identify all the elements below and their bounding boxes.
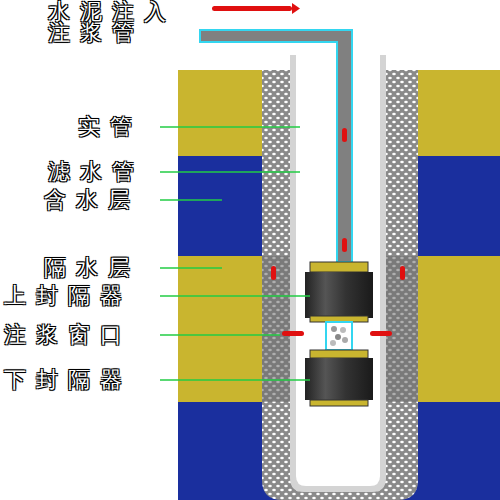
flow-arrow xyxy=(212,6,292,11)
layer-label: 含水层 xyxy=(44,188,140,212)
flow-arrow xyxy=(342,238,347,252)
part-label: 注浆管 xyxy=(48,21,144,45)
upper-packer xyxy=(305,272,373,318)
layer-label: 隔水层 xyxy=(44,256,140,280)
grout-arrow xyxy=(370,331,392,336)
grout-mark xyxy=(271,266,276,280)
flow-arrow xyxy=(292,3,300,14)
lower-packer xyxy=(305,358,373,400)
leader-lines xyxy=(160,127,310,380)
packer-cap xyxy=(310,262,368,272)
cement-zone xyxy=(386,256,418,402)
flow-arrow xyxy=(342,128,347,142)
grout-pipe xyxy=(200,30,352,262)
part-label: 滤水管 xyxy=(48,160,144,184)
part-label: 注浆窗口 xyxy=(4,323,132,347)
packer-cap xyxy=(310,400,368,406)
grout-window xyxy=(326,322,352,350)
packer-cap xyxy=(310,350,368,358)
part-label: 实管 xyxy=(78,115,142,139)
part-label: 下封隔器 xyxy=(4,368,132,392)
grout-mark xyxy=(400,266,405,280)
part-label: 上封隔器 xyxy=(4,284,132,308)
grout-arrow xyxy=(282,331,304,336)
